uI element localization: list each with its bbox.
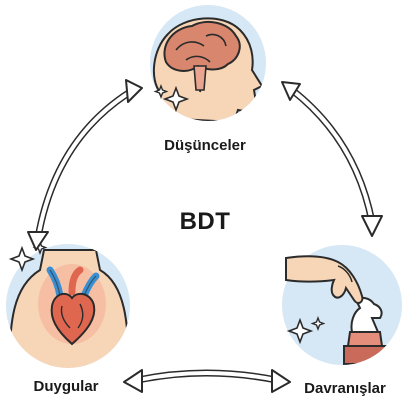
thoughts-illustration — [150, 5, 266, 121]
sparkle-icon — [153, 84, 169, 99]
chest-heart-icon — [8, 249, 130, 368]
center-title: BDT — [179, 208, 231, 235]
head-brain-icon — [152, 17, 264, 121]
arrow-thoughts-behaviors — [281, 81, 383, 237]
behaviors-illustration — [282, 245, 402, 365]
feelings-illustration — [6, 240, 130, 368]
sparkle-icon — [310, 316, 326, 331]
thoughts-label: Düşünceler — [164, 137, 246, 154]
behaviors-label: Davranışlar — [304, 380, 386, 397]
sparkle-icon — [162, 85, 190, 113]
sparkle-icon — [8, 245, 36, 273]
arrow-thoughts-feelings — [27, 79, 143, 251]
sparkle-icon — [286, 317, 314, 345]
feelings-label: Duygular — [33, 378, 99, 395]
arrow-feelings-behaviors — [123, 369, 291, 393]
